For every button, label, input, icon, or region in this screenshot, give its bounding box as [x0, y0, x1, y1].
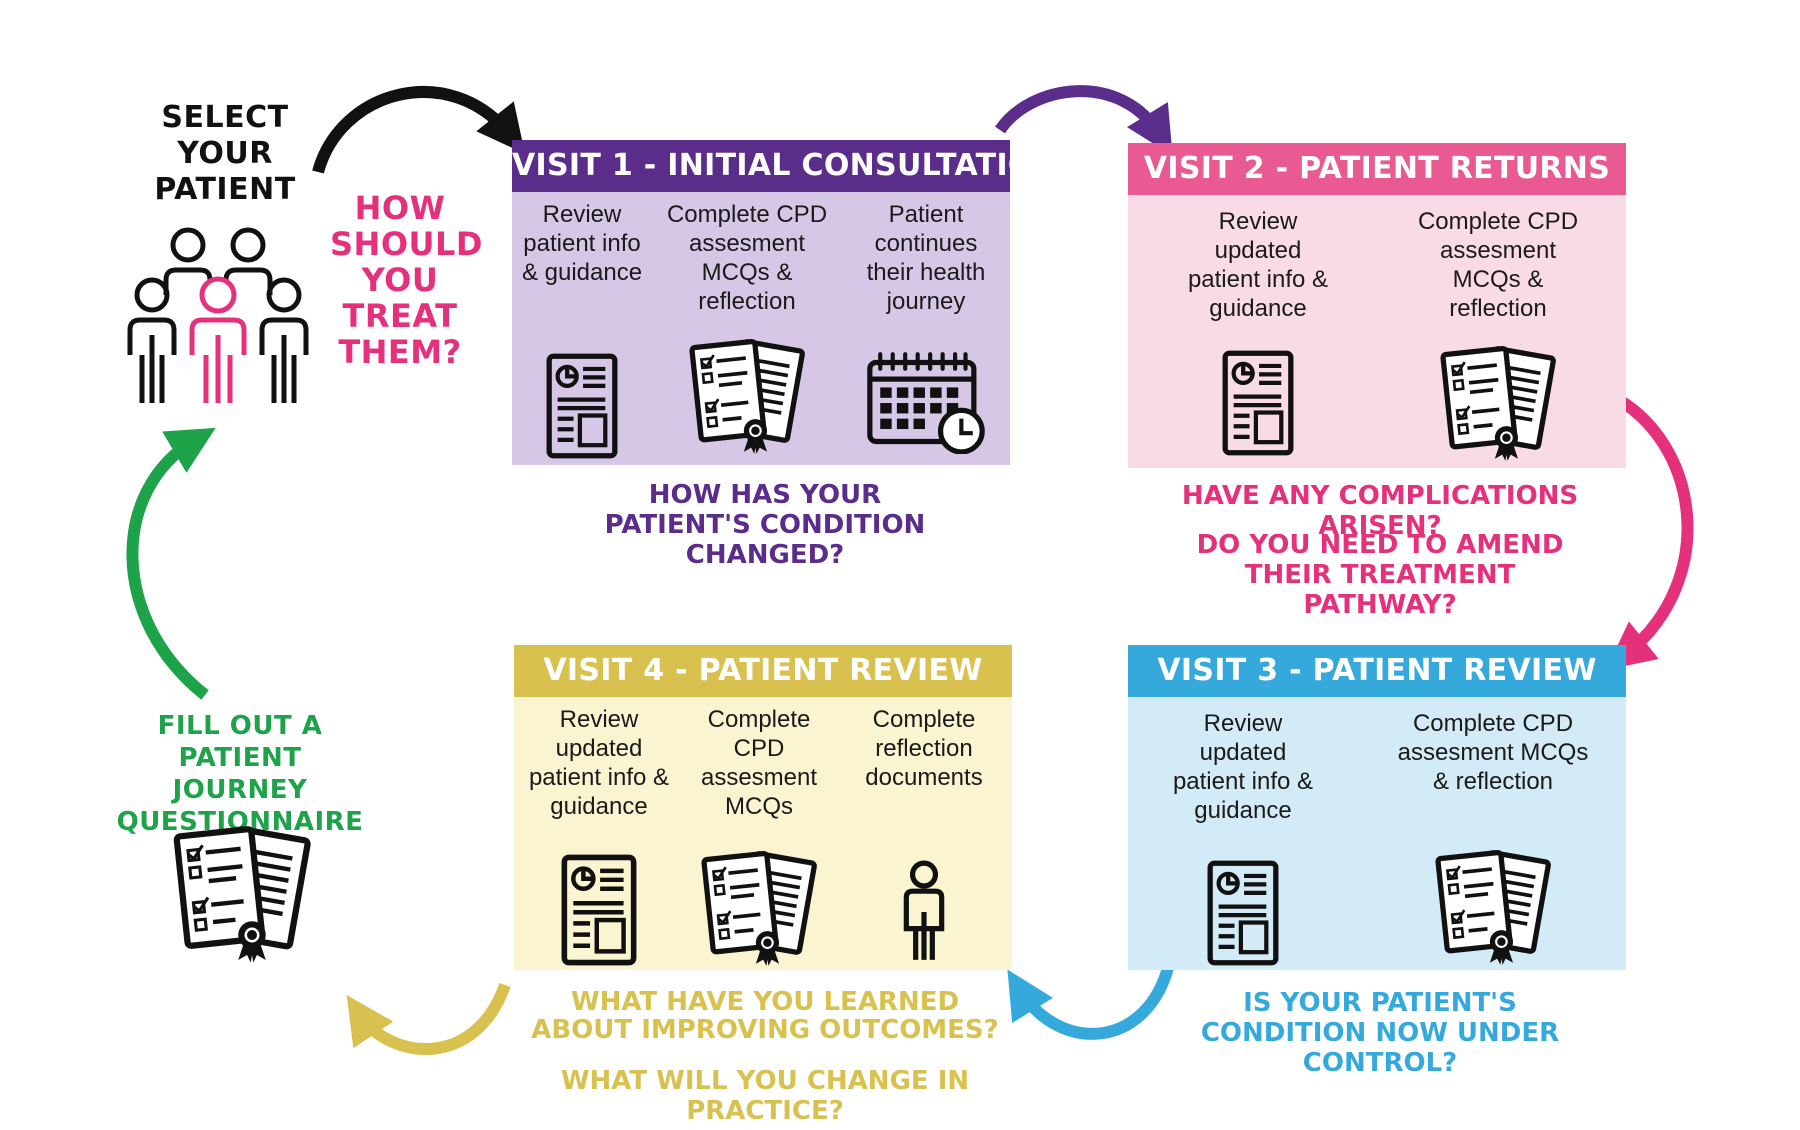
visit4-question: WHAT WILL YOU CHANGE IN PRACTICE? [560, 1066, 970, 1126]
arrow-visit3-to-visit4 [1007, 958, 1176, 1040]
fill-questionnaire-title: FILL OUT A PATIENT JOURNEY QUESTIONNAIRE [110, 710, 370, 838]
questionnaire-line: PATIENT JOURNEY [172, 743, 308, 805]
treat-line: HOW [354, 189, 446, 227]
visit1-question: HOW HAS YOUR PATIENT'S CONDITION CHANGED… [604, 480, 926, 570]
visit2-card: VISIT 2 - PATIENT RETURNS Review updated… [1128, 143, 1626, 468]
visit4-card: VISIT 4 - PATIENT REVIEW Review updated … [514, 645, 1012, 970]
person-icon [898, 860, 950, 964]
visit2-step: Review updated patient info & guidance [1168, 207, 1348, 467]
visit4-step: Complete reflection documents [844, 705, 1004, 970]
treat-line: YOU [361, 261, 439, 299]
arrow-visit2-to-visit3 [1606, 389, 1694, 670]
visit1-step: Review patient info & guidance [512, 200, 652, 465]
visit2-title: VISIT 2 - PATIENT RETURNS [1128, 143, 1626, 195]
visit1-title: VISIT 1 - INITIAL CONSULTATION [512, 140, 1059, 192]
visit3-step: Complete CPD assesment MCQs & reflection [1383, 709, 1603, 969]
patient-group-icon [127, 227, 309, 403]
treat-line: SHOULD [330, 225, 483, 263]
step-text: Complete CPD assesment MCQs [700, 706, 818, 820]
arrow-end-to-start [126, 427, 216, 700]
visit4-step: Complete CPD assesment MCQs [684, 705, 834, 970]
certificate-icon [172, 820, 312, 970]
step-text: Review updated patient info & guidance [528, 706, 670, 820]
certificate-icon [1439, 345, 1557, 463]
step-text: Complete CPD assesment MCQs & reflection [1397, 710, 1589, 795]
treat-line: THEM? [338, 333, 462, 371]
visit2-body: Review updated patient info & guidance C… [1128, 195, 1626, 468]
calendar-clock-icon [862, 350, 990, 454]
arrow-visit1-to-visit2 [995, 85, 1173, 156]
visit3-step: Review updated patient info & guidance [1153, 709, 1333, 969]
step-text: Complete CPD assesment MCQs & reflection [1417, 208, 1579, 322]
visit4-body: Review updated patient info & guidance C… [514, 697, 1012, 970]
select-patient-title: SELECT YOUR PATIENT [140, 100, 310, 208]
visit3-card: VISIT 3 - PATIENT REVIEW Review updated … [1128, 645, 1626, 970]
step-text: Patient continues their health journey [866, 201, 986, 315]
document-icon [546, 352, 618, 460]
visit4-title: VISIT 4 - PATIENT REVIEW [514, 645, 1012, 697]
questionnaire-line: FILL OUT A [157, 711, 323, 741]
visit3-body: Review updated patient info & guidance C… [1128, 697, 1626, 970]
select-patient-line: SELECT [161, 100, 289, 135]
document-icon [1207, 859, 1279, 967]
treat-line: TREAT [342, 297, 458, 335]
step-text: Review patient info & guidance [521, 201, 643, 286]
certificate-icon [700, 850, 818, 968]
document-icon [1222, 349, 1294, 457]
visit3-title: VISIT 3 - PATIENT REVIEW [1128, 645, 1626, 697]
certificate-icon [688, 338, 806, 456]
visit2-question: HAVE ANY COMPLICATIONS ARISEN? [1181, 481, 1579, 541]
arrow-start-to-visit1 [312, 86, 526, 174]
document-icon [561, 853, 637, 967]
step-text: Complete reflection documents [865, 706, 983, 791]
visit1-body: Review patient info & guidance Complete … [512, 192, 1010, 465]
visit2-step: Complete CPD assesment MCQs & reflection [1398, 207, 1598, 467]
visit4-question: WHAT HAVE YOU LEARNED ABOUT IMPROVING OU… [531, 987, 999, 1045]
visit2-question: DO YOU NEED TO AMEND THEIR TREATMENT PAT… [1196, 530, 1564, 620]
step-text: Review updated patient info & guidance [1187, 208, 1329, 322]
step-text: Complete CPD assesment MCQs & reflection [666, 201, 828, 315]
how-should-you-treat-question: HOW SHOULD YOU TREAT THEM? [330, 189, 483, 371]
select-patient-line: PATIENT [154, 172, 296, 207]
certificate-icon [1434, 849, 1552, 967]
visit4-step: Review updated patient info & guidance [519, 705, 679, 970]
visit1-step: Complete CPD assesment MCQs & reflection [652, 200, 842, 465]
select-patient-line: YOUR [177, 136, 273, 171]
arrow-visit4-to-end [346, 982, 511, 1055]
visit1-step: Patient continues their health journey [842, 200, 1010, 465]
visit1-card: VISIT 1 - INITIAL CONSULTATION Review pa… [512, 140, 1059, 465]
step-text: Review updated patient info & guidance [1172, 710, 1314, 824]
visit3-question: IS YOUR PATIENT'S CONDITION NOW UNDER CO… [1200, 988, 1560, 1078]
